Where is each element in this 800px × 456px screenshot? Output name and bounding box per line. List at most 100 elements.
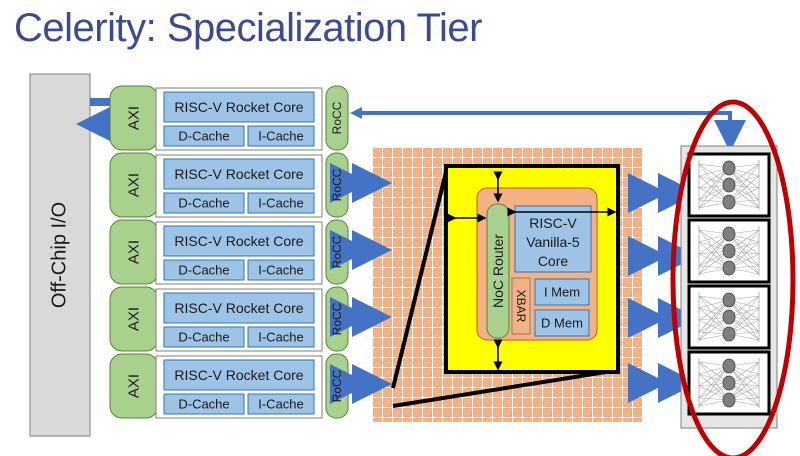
accelerator-link [698,361,730,401]
icache-label-5: I-Cache [258,396,304,412]
accelerator-link [728,299,760,341]
accelerator-link [728,163,760,203]
accelerator-node [722,226,736,242]
dcache-label-3: D-Cache [178,262,230,278]
accelerator-link [698,299,730,333]
accelerator-link [698,233,730,267]
icache-5 [247,393,315,415]
page-title: Celerity: Specialization Tier [14,6,482,50]
accelerator-link [698,299,730,341]
imem-label: I Mem [543,284,581,300]
rocket-core-label-3: RISC-V Rocket Core [174,233,304,249]
accelerator-block-1 [687,152,771,218]
accelerator-link [698,229,730,269]
accelerator-node [722,177,736,193]
icache-label-4: I-Cache [258,329,304,345]
zoom-line-bottom [392,370,607,408]
noc-router [486,203,510,339]
accelerator-link [698,163,730,203]
accelerator-link [728,361,760,401]
accelerator-link [728,233,760,275]
rocket-core-label-2: RISC-V Rocket Core [174,166,304,182]
accelerator-block-3 [687,284,771,350]
axi-label-5: AXI [125,373,143,399]
accelerator-link [728,167,760,209]
rocc-label-2: RoCC [330,168,344,202]
accelerator-link [728,295,760,335]
rocket-rows [109,85,392,419]
accelerator-node [722,392,736,408]
dcache-5 [163,393,245,415]
dcache-label-5: D-Cache [178,396,230,412]
dcache-label-2: D-Cache [178,195,230,211]
accelerator-link [728,365,760,399]
accelerator-node [722,260,736,276]
dcache-label-1: D-Cache [178,128,230,144]
accelerator-link [728,365,760,407]
xbar-label: XBAR [514,289,528,323]
axi-label-3: AXI [125,239,143,265]
icache-label-1: I-Cache [258,128,304,144]
accelerator-link [698,295,730,335]
offchip-io-label: Off-Chip I/O [48,201,71,309]
rocket-core-label-1: RISC-V Rocket Core [174,99,304,115]
rocc-label-3: RoCC [330,235,344,269]
xbar [511,277,531,335]
accelerator-link [698,233,730,275]
rocc-label-1: RoCC [330,101,344,135]
icache-4 [247,326,315,348]
accelerator-link [728,233,760,267]
accelerator-blocks [687,152,771,416]
rocket-core-1 [163,91,315,123]
accelerator-node [722,243,736,259]
icache-1 [247,125,315,147]
specialization-highlight-oval [670,99,796,456]
accelerator-node [722,326,736,342]
rocc-label-5: RoCC [330,369,344,403]
rocc-block-1 [325,85,349,151]
accelerator-node [722,160,736,176]
imem [534,278,590,306]
accelerator-node [722,358,736,374]
accelerator-link [698,167,730,209]
noc-router-label: NoC Router [490,234,506,308]
accelerator-link [698,167,730,201]
dcache-4 [163,326,245,348]
icache-label-2: I-Cache [258,195,304,211]
dcache-2 [163,192,245,214]
accelerator-block-4 [687,350,771,416]
rocket-core-3 [163,225,315,257]
accelerator-node [722,309,736,325]
accelerator-node [722,194,736,210]
axi-label-2: AXI [125,172,143,198]
vanilla-core-label-line3: Core [537,253,569,269]
axi-label-4: AXI [125,306,143,332]
icache-2 [247,192,315,214]
rocc-to-accelerator-arrowhead-left [350,107,362,119]
zoom-line-top [391,171,448,389]
accelerator-node [722,292,736,308]
rocket-core-4 [163,292,315,324]
accelerator-link [728,229,760,269]
accelerator-link [698,365,730,399]
accelerator-link [728,299,760,333]
rocket-core-label-4: RISC-V Rocket Core [174,300,304,316]
rocc-to-accelerator-arrow [362,111,746,152]
dmem-label: D Mem [541,315,583,331]
accelerator-block-2 [687,218,771,284]
rocket-core-label-5: RISC-V Rocket Core [174,367,304,383]
rocc-label-4: RoCC [330,302,344,336]
vanilla-core [514,205,592,273]
dcache-1 [163,125,245,147]
dcache-3 [163,259,245,281]
accelerator-link [728,167,760,201]
icache-label-3: I-Cache [258,262,304,278]
vanilla-core-label-line2: Vanilla-5 [526,234,580,250]
accelerator-node [722,375,736,391]
axi-label-1: AXI [125,105,143,131]
icache-3 [247,259,315,281]
dcache-label-4: D-Cache [178,329,230,345]
accelerator-link [698,365,730,407]
vanilla-core-label-line1: RISC-V [529,215,577,231]
